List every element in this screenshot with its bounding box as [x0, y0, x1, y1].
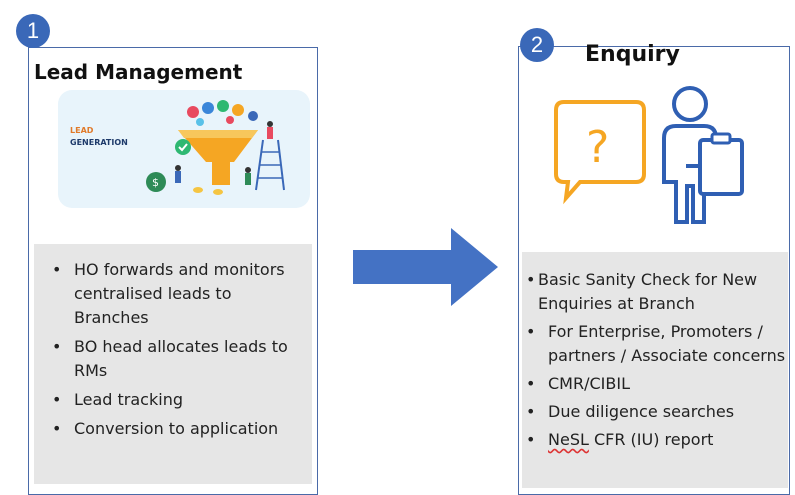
list-item: Conversion to application	[52, 417, 310, 441]
list-item: CMR/CIBIL	[526, 372, 788, 396]
list-item: For Enterprise, Promoters / partners / A…	[526, 320, 788, 368]
step-2-badge: 2	[520, 28, 554, 62]
enquiry-bullets: Basic Sanity Check for New Enquiries at …	[526, 268, 788, 456]
lead-generation-illustration: LEAD GENERATION $	[58, 90, 310, 208]
lead-management-bullets: HO forwards and monitors centralised lea…	[52, 258, 310, 446]
list-item: Basic Sanity Check for New Enquiries at …	[526, 268, 788, 316]
list-item: BO head allocates leads to RMs	[52, 335, 310, 383]
lead-management-title: Lead Management	[34, 60, 243, 84]
right-arrow-icon	[353, 228, 498, 306]
enquiry-title: Enquiry	[585, 42, 680, 67]
person-clipboard-question-icon: ?	[554, 86, 744, 224]
list-item: NeSL CFR (IU) report	[526, 428, 788, 452]
svg-text:$: $	[152, 176, 159, 189]
step-1-badge: 1	[16, 14, 50, 48]
cfr-report-text: CFR (IU) report	[588, 430, 714, 449]
generation-label: GENERATION	[70, 138, 128, 147]
svg-text:?: ?	[586, 122, 609, 173]
list-item: Lead tracking	[52, 388, 310, 412]
list-item: Due diligence searches	[526, 400, 788, 424]
lead-label: LEAD	[70, 126, 94, 135]
list-item: HO forwards and monitors centralised lea…	[52, 258, 310, 330]
nesl-text: NeSL	[548, 430, 589, 449]
